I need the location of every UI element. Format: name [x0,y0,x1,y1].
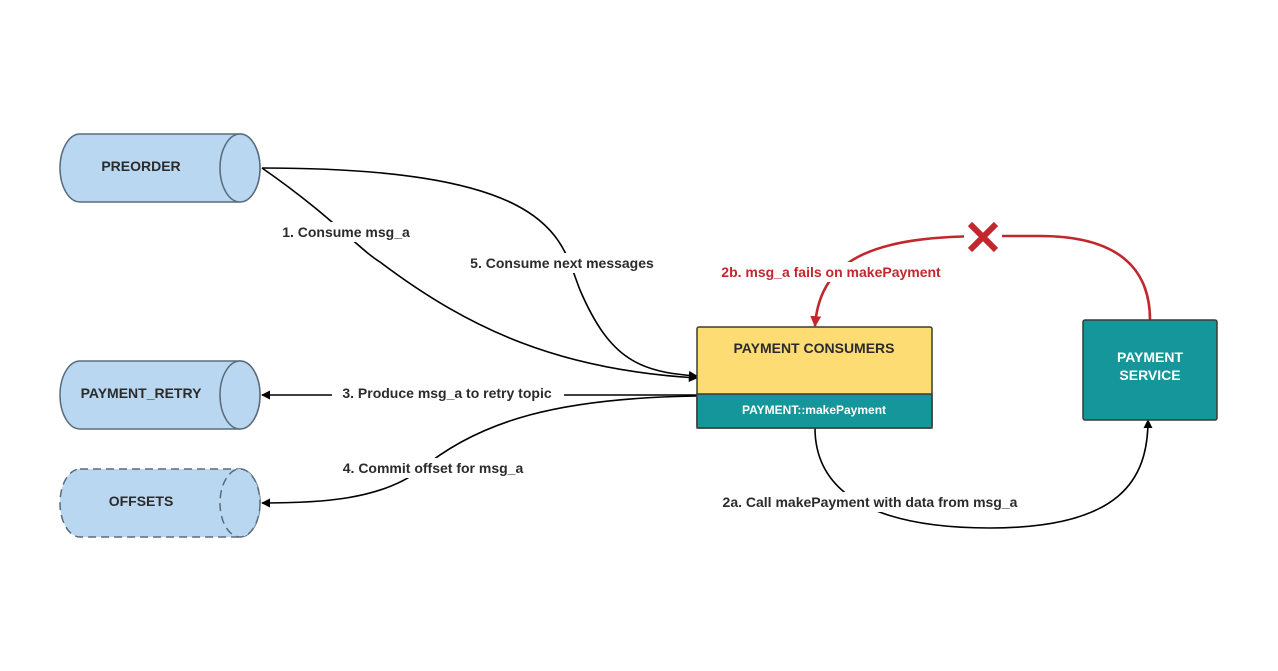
preorder-topic: PREORDER [59,133,261,203]
payment-retry-label: PAYMENT_RETRY [81,385,203,401]
payment-service-label-line2: SERVICE [1119,367,1180,383]
offsets-topic: OFFSETS [59,468,261,538]
payment-service-box: PAYMENT SERVICE [1082,319,1218,421]
edge-label-consume-msg: 1. Consume msg_a [282,224,410,240]
x-mark-icon [964,220,1002,254]
edge-label-commit-offset: 4. Commit offset for msg_a [343,460,524,476]
offsets-label: OFFSETS [109,493,174,509]
edge-call-make-payment [814,419,1153,529]
edge-label-msg-fails: 2b. msg_a fails on makePayment [721,264,941,280]
payment-retry-topic: PAYMENT_RETRY [59,360,261,430]
edge-label-consume-next: 5. Consume next messages [470,255,654,271]
edge-commit-offset [261,395,698,508]
payment-consumers-box: PAYMENT CONSUMERS PAYMENT::makePayment [696,326,933,429]
preorder-label: PREORDER [101,158,180,174]
edge-label-produce-retry: 3. Produce msg_a to retry topic [342,385,551,401]
payment-consumers-label: PAYMENT CONSUMERS [733,340,894,356]
make-payment-label: PAYMENT::makePayment [742,403,886,417]
payment-service-label-line1: PAYMENT [1117,349,1184,365]
edge-consume-msg [261,167,698,383]
edge-label-call-make-payment: 2a. Call makePayment with data from msg_… [723,494,1018,510]
